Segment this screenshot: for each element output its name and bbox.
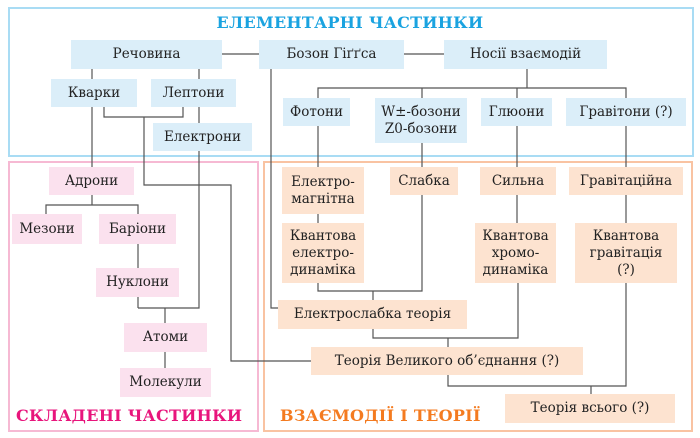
electroweak-box: Електрослабка теорія <box>278 300 467 329</box>
gluons-box: Глюони <box>481 98 552 126</box>
matter-box: Речовина <box>71 40 222 69</box>
qcd-box: Квантова хромо- динаміка <box>475 223 556 283</box>
molecules-box: Молекули <box>120 368 211 397</box>
electrons-box: Електрони <box>153 123 252 151</box>
z-bosons-label: Z0-бозони <box>384 120 458 137</box>
line-leptons-atoms <box>138 107 200 309</box>
line-carriers-split <box>317 69 627 98</box>
composite-frame <box>8 161 259 432</box>
line-gut-qg-toe <box>447 283 627 394</box>
baryons-box: Баріони <box>99 214 176 244</box>
gravitational-box: Гравітаційна <box>569 167 683 195</box>
atoms-box: Атоми <box>124 323 207 352</box>
interactions-section-title: ВЗАЄМОДІЇ І ТЕОРІЇ <box>280 406 481 425</box>
line-higgs-electroweak <box>270 69 278 309</box>
higgs-boson-box: Бозон Гіґґса <box>259 40 404 69</box>
gravitons-box: Гравітони (?) <box>566 98 686 126</box>
theory-of-everything-box: Теорія всього (?) <box>505 394 675 423</box>
hadrons-box: Адрони <box>49 167 134 195</box>
line-quarks-leptons-gut <box>103 107 311 362</box>
composite-section-title: СКЛАДЕНІ ЧАСТИНКИ <box>16 406 243 425</box>
qed-box: Квантова електро- динаміка <box>282 223 364 283</box>
electromagnetic-box: Електро- магнітна <box>282 167 364 214</box>
line-hadrons-split <box>45 195 139 214</box>
quantum-gravity-box: Квантова гравітація (?) <box>575 223 677 283</box>
leptons-box: Лептони <box>151 79 236 107</box>
line-qed-weak-electroweak <box>317 195 423 300</box>
line-electroweak-qcd-gut <box>372 283 519 347</box>
weak-box: Слабка <box>390 167 458 195</box>
grand-unified-theory-box: Теорія Великого об’єднання (?) <box>311 347 583 375</box>
carriers-box: Носії взаємодій <box>444 40 607 69</box>
w-bosons-label: W±-бозони <box>381 103 461 120</box>
interactions-frame <box>263 161 693 432</box>
line-nucleons-atoms <box>137 297 166 323</box>
w-z-bosons-box: W±-бозони Z0-бозони <box>375 98 467 143</box>
elementary-frame <box>8 7 694 157</box>
nucleons-box: Нуклони <box>96 268 179 297</box>
photons-box: Фотони <box>283 98 350 126</box>
elementary-section-title: ЕЛЕМЕНТАРНІ ЧАСТИНКИ <box>216 13 484 32</box>
strong-box: Сильна <box>480 167 556 195</box>
quarks-box: Кварки <box>51 79 137 107</box>
mesons-box: Мезони <box>12 214 82 244</box>
